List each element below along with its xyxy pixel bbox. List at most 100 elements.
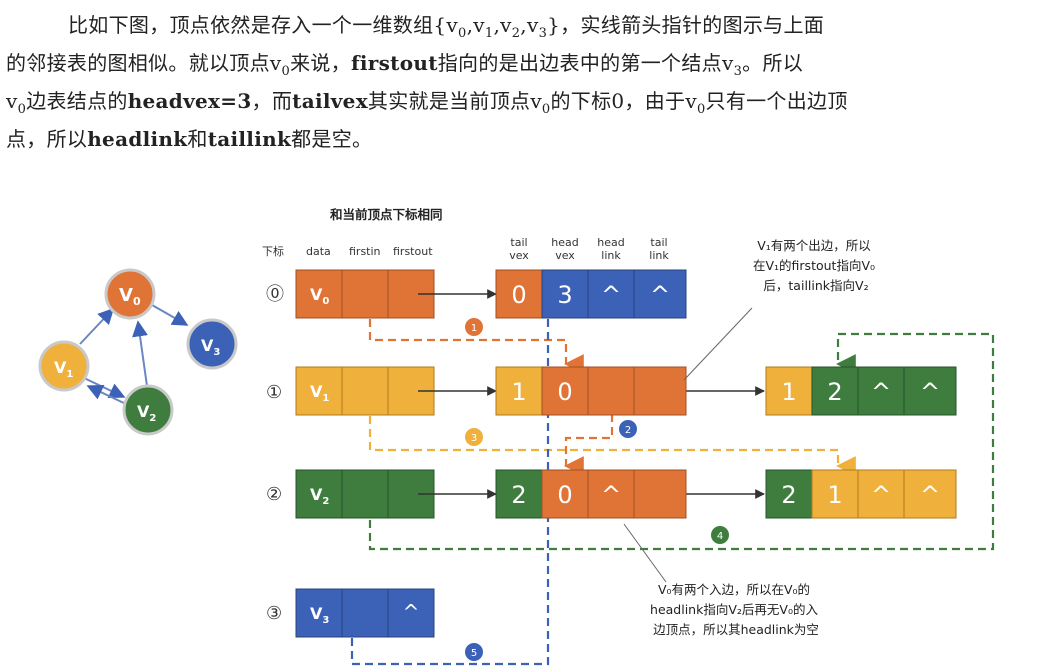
svg-text:^: ^ xyxy=(871,481,891,509)
subscript: 2 xyxy=(511,26,521,41)
subscript: 0 xyxy=(17,102,27,117)
header-index: 下标 xyxy=(262,244,284,258)
row-index-1: ① xyxy=(266,382,282,403)
edge-v2-v1 xyxy=(86,384,129,406)
edge-v2-v0 xyxy=(132,320,148,387)
text-run: 都是空。 xyxy=(291,127,373,151)
svg-text:V3: V3 xyxy=(310,604,329,626)
text-run: v xyxy=(6,89,18,113)
step-marker-5: 5 xyxy=(465,643,483,661)
text-run: 点，所以 xyxy=(6,127,88,151)
svg-text:0: 0 xyxy=(557,378,572,406)
subscript: 0 xyxy=(281,64,291,79)
edge-node-v0-v3: 0 3 ^ ^ xyxy=(495,269,687,319)
svg-text:1: 1 xyxy=(827,481,842,509)
step-line-4 xyxy=(368,332,995,551)
svg-text:1: 1 xyxy=(511,378,526,406)
paragraph-line-1: 比如下图，顶点依然是存入一个一维数组{v0,v1,v2,v3}，实线箭头指针的图… xyxy=(6,6,1036,44)
svg-text:^: ^ xyxy=(403,600,420,624)
svg-text:0: 0 xyxy=(511,281,526,309)
text-run: 其实就是当前顶点v xyxy=(367,89,542,113)
vertex-row-2: V2 xyxy=(295,469,435,519)
svg-text:^: ^ xyxy=(650,281,670,309)
vertex-row-0: V0 xyxy=(295,269,435,319)
text-run: 只有一个出边顶 xyxy=(705,89,848,113)
code-term: taillink xyxy=(207,127,292,151)
graph-node-v3: V3 xyxy=(186,318,238,370)
code-term: headlink xyxy=(87,127,188,151)
paragraph-line-2: 的邻接表的图相似。就以顶点v0来说，firstout指向的是出边表中的第一个结点… xyxy=(6,44,1036,82)
row-index-2: ② xyxy=(266,484,282,505)
step-marker-3: 3 xyxy=(465,428,483,446)
code-term: firstout xyxy=(350,51,438,75)
directed-graph: V0 V1 V2 V3 xyxy=(38,268,238,436)
text-run: 的下标0，由于v xyxy=(550,89,697,113)
text-run: 比如下图，顶点依然是存入一个一维数组{v xyxy=(68,13,459,37)
svg-text:V1: V1 xyxy=(54,358,73,380)
text-run: ，而 xyxy=(251,89,293,113)
svg-text:2: 2 xyxy=(827,378,842,406)
step-marker-1: 1 xyxy=(465,318,483,336)
edge-node-v1-v2: 1 2 ^ ^ xyxy=(765,366,957,416)
callout-line-v1 xyxy=(683,307,753,381)
svg-text:V0: V0 xyxy=(310,285,329,307)
step-marker-2: 2 xyxy=(619,420,637,438)
paragraph-line-4: 点，所以headlink和taillink都是空。 xyxy=(6,120,1036,158)
edge-v0-v3 xyxy=(151,304,189,326)
subscript: 1 xyxy=(484,26,494,41)
subscript: 0 xyxy=(696,102,706,117)
subscript: 0 xyxy=(458,26,467,41)
edge-node-v2-v1: 2 1 ^ ^ xyxy=(765,469,957,519)
text-run: 的邻接表的图相似。就以顶点v xyxy=(6,51,282,75)
svg-text:5: 5 xyxy=(471,648,477,659)
note-v1-firstout: V₁有两个出边，所以 在V₁的firstout指向V₀ 后，taillink指向… xyxy=(753,238,879,293)
note-v0-headlink: V₀有两个入边，所以在V₀的 headlink指向V₂后再无V₀的入 边顶点，所… xyxy=(650,582,822,637)
svg-text:0: 0 xyxy=(557,481,572,509)
svg-text:2: 2 xyxy=(625,425,631,436)
svg-text:2: 2 xyxy=(781,481,796,509)
svg-text:^: ^ xyxy=(920,481,940,509)
text-run: ,v xyxy=(520,13,539,37)
svg-text:V1: V1 xyxy=(310,382,329,404)
graph-node-v0: V0 xyxy=(104,268,156,320)
svg-text:3: 3 xyxy=(557,281,572,309)
graph-node-v1: V1 xyxy=(38,340,90,392)
text-run: ,v xyxy=(466,13,485,37)
svg-text:1: 1 xyxy=(781,378,796,406)
header-firstout: firstout xyxy=(393,245,433,258)
row-index-3: ③ xyxy=(266,603,282,624)
svg-text:^: ^ xyxy=(601,481,621,509)
row-index-0: ⓪ xyxy=(266,284,284,305)
code-term: headvex=3 xyxy=(127,89,252,113)
text-run: }，实线箭头指针的图示与上面 xyxy=(547,13,825,37)
explanation-paragraph: 比如下图，顶点依然是存入一个一维数组{v0,v1,v2,v3}，实线箭头指针的图… xyxy=(6,6,1036,158)
text-run: 来说， xyxy=(290,51,351,75)
vertex-row-1: V1 xyxy=(295,366,435,416)
svg-text:V3: V3 xyxy=(201,336,220,358)
svg-text:V2: V2 xyxy=(137,402,156,424)
graph-node-v2: V2 xyxy=(122,384,174,436)
vertex-row-3: V3 ^ xyxy=(295,588,435,638)
svg-text:V2: V2 xyxy=(310,485,329,507)
edge-node-v2-v0: 2 0 ^ xyxy=(495,469,687,519)
text-run: 和 xyxy=(187,127,208,151)
step-line-1 xyxy=(368,319,584,374)
subscript: 0 xyxy=(541,102,551,117)
svg-text:4: 4 xyxy=(717,531,723,542)
text-run: ,v xyxy=(493,13,512,37)
text-run: 边表结点的 xyxy=(26,89,128,113)
orthogonal-list-figure: V0 V1 V2 V3 和当前顶点下标相同 下标 data firstin fi… xyxy=(38,207,995,666)
callout-line-v0 xyxy=(623,523,667,583)
code-term: tailvex xyxy=(292,89,368,113)
text-run: 指向的是出边表中的第一个结点v xyxy=(437,51,734,75)
step-line-2 xyxy=(564,414,614,476)
header-data: data xyxy=(306,245,331,258)
subscript: 3 xyxy=(538,26,548,41)
text-run: 。所以 xyxy=(742,51,804,75)
svg-text:2: 2 xyxy=(511,481,526,509)
subscript: 3 xyxy=(733,64,743,79)
